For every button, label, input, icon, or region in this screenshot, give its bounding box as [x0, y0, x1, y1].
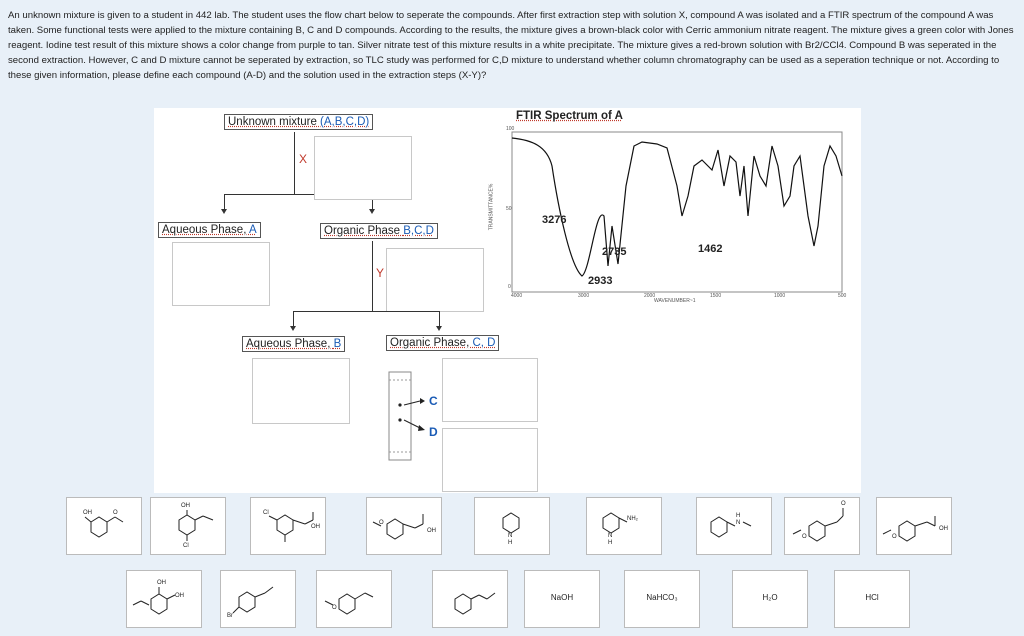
tlc-plate: [388, 371, 425, 461]
flow-line: [294, 132, 295, 194]
arrow-down-icon: [369, 209, 375, 214]
answer-box-d[interactable]: [442, 428, 538, 492]
structure-tile-phenol-ether[interactable]: OH O: [66, 497, 142, 555]
answer-box-b[interactable]: [252, 358, 350, 424]
structure-tile-chloro-acid[interactable]: Cl OH: [250, 497, 326, 555]
structure-tile-aminopiperidine[interactable]: NH₂ N H: [586, 497, 662, 555]
tile-oh-label: OH: [939, 526, 948, 532]
reagent-tile-naoh[interactable]: NaOH: [524, 570, 600, 628]
reagent-hcl-label: HCl: [865, 593, 879, 602]
ftir-y-zero: 0: [508, 284, 511, 290]
structure-tile-bromobenzene[interactable]: Br: [220, 570, 296, 628]
flow-line: [372, 241, 373, 311]
reagent-naoh-label: NaOH: [550, 593, 574, 602]
tile-oh-label: OH: [181, 503, 190, 509]
structure-tile-benzylamine[interactable]: N H: [696, 497, 772, 555]
ftir-x-tick: 1500: [710, 293, 722, 299]
tile-o-label: O: [892, 534, 897, 540]
reagent-tile-h2o[interactable]: H₂O: [732, 570, 808, 628]
flow-line: [224, 194, 225, 210]
flow-line: [224, 194, 372, 195]
tile-o-label: O: [379, 520, 384, 526]
ftir-peak-3276: 3276: [542, 214, 567, 226]
tile-nh2-label: NH₂: [627, 516, 638, 522]
ftir-peak-2735: 2735: [602, 246, 627, 258]
structure-tile-methoxy-ester-acid[interactable]: O OH: [876, 497, 952, 555]
tlc-spot-d-label: D: [429, 425, 438, 439]
structure-tile-methoxy-alkene[interactable]: O: [316, 570, 392, 628]
structure-tile-methoxy-acid[interactable]: O OH: [366, 497, 442, 555]
tile-cl-label: Cl: [263, 510, 269, 516]
ftir-peak-2933: 2933: [588, 275, 613, 287]
problem-statement: An unknown mixture is given to a student…: [8, 10, 1014, 81]
arrow-down-icon: [221, 209, 227, 214]
step-y-label: Y: [376, 266, 385, 280]
arrow-down-icon: [290, 326, 296, 331]
tile-oh-label: OH: [83, 510, 92, 516]
organic-phase-bcd-label: Organic Phase B,C,D: [320, 223, 438, 239]
answer-box-x[interactable]: [314, 136, 412, 200]
tile-n-label: N: [508, 533, 513, 539]
aqueous-phase-b-label: Aqueous Phase, B: [242, 336, 346, 352]
ftir-peak-1462: 1462: [698, 243, 723, 255]
tile-oh-label: OH: [427, 528, 436, 534]
tile-h-label: H: [736, 513, 741, 519]
ftir-y-top: 100: [506, 126, 515, 132]
ftir-x-tick: 3000: [578, 293, 590, 299]
tile-n-label: N: [608, 533, 613, 539]
step-x-label: X: [299, 152, 308, 166]
organic-phase-cd-label: Organic Phase, C, D: [386, 335, 500, 351]
tile-n-label: N: [736, 520, 741, 526]
question-figure: Unknown mixture (A,B,C,D) X Aqueous Phas…: [154, 108, 861, 493]
tile-oh-label: OH: [157, 580, 166, 586]
tile-oh-label: OH: [311, 524, 320, 530]
answer-box-y[interactable]: [386, 248, 484, 312]
flow-line: [372, 194, 373, 210]
answer-box-a[interactable]: [172, 242, 270, 306]
structure-tile-chlorophenol[interactable]: OH Cl: [150, 497, 226, 555]
flow-line: [293, 311, 439, 312]
ftir-title: FTIR Spectrum of A: [516, 110, 623, 122]
ftir-spectrum: [511, 131, 843, 293]
reagent-h2o-label: H₂O: [762, 593, 778, 602]
arrow-down-icon: [436, 326, 442, 331]
ftir-xlabel: WAVENUMBER~1: [654, 298, 696, 304]
tile-oh-label: OH: [175, 593, 184, 599]
reagent-tile-nahco3[interactable]: NaHCO₃: [624, 570, 700, 628]
ftir-x-tick: 1000: [774, 293, 786, 299]
ftir-ylabel: TRANSMITTANCE%: [488, 183, 495, 231]
answer-box-c[interactable]: [442, 358, 538, 422]
tile-o-label: O: [802, 534, 807, 540]
unknown-mixture-label: Unknown mixture (A,B,C,D): [224, 114, 374, 130]
tile-h-label: H: [608, 540, 613, 546]
ftir-x-tick: 500: [838, 293, 847, 299]
tile-o-label: O: [841, 501, 846, 507]
structure-tile-methoxy-aldehyde[interactable]: O O: [784, 497, 860, 555]
flow-line: [439, 311, 440, 327]
tlc-spot-c-label: C: [429, 394, 438, 408]
tile-o-label: O: [113, 510, 118, 516]
ftir-y-mid: 50: [506, 206, 512, 212]
aqueous-phase-a-label: Aqueous Phase, A: [158, 222, 261, 238]
tile-br-label: Br: [227, 613, 233, 619]
structure-tile-allyl-catechol[interactable]: OH OH: [126, 570, 202, 628]
reagent-nahco3-label: NaHCO₃: [646, 593, 678, 602]
structure-tile-piperidine[interactable]: N H: [474, 497, 550, 555]
reagent-tile-hcl[interactable]: HCl: [834, 570, 910, 628]
ftir-x-tick: 2000: [644, 293, 656, 299]
tile-o-label: O: [332, 605, 337, 611]
tile-h-label: H: [508, 540, 513, 546]
tile-cl-label: Cl: [183, 543, 189, 549]
flow-line: [293, 311, 294, 327]
structure-tile-allylbenzene[interactable]: [432, 570, 508, 628]
ftir-x-tick: 4000: [511, 293, 523, 299]
